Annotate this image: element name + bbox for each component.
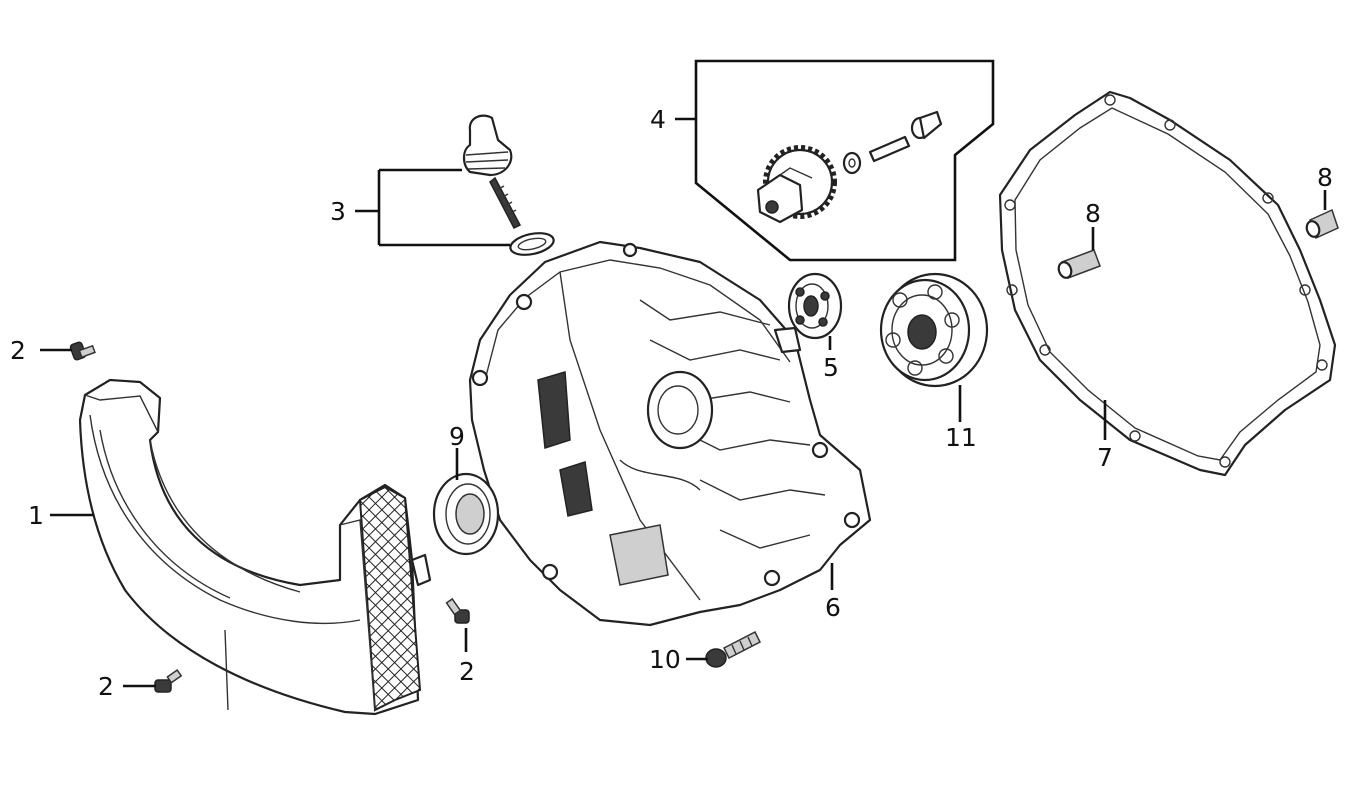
bolt-2-center [445, 597, 470, 624]
oil-seal [432, 472, 500, 556]
label-4: 4 [650, 105, 666, 134]
crankcase-cover [468, 240, 872, 627]
bearing-small [787, 272, 843, 340]
label-1: 1 [28, 501, 44, 530]
label-2-center: 2 [459, 657, 475, 686]
oil-filler-cap [462, 114, 555, 256]
label-7: 7 [1097, 443, 1113, 472]
leader-lines [40, 117, 1327, 688]
flange-bolt [705, 630, 762, 668]
governor-washer [842, 151, 862, 175]
label-2-top: 2 [10, 336, 26, 365]
label-3: 3 [330, 197, 346, 226]
label-8-right: 8 [1317, 163, 1333, 192]
dowel-pin-right [1305, 208, 1339, 240]
label-5: 5 [823, 353, 839, 382]
label-9: 9 [449, 422, 465, 451]
leader-3 [355, 168, 510, 247]
governor-gear [756, 145, 837, 224]
dowel-pin-left [1057, 249, 1101, 279]
label-2-bottom-left: 2 [98, 672, 114, 701]
governor-shaft [868, 135, 911, 163]
callout-labels: 1 2 2 2 3 4 5 6 7 8 8 9 10 11 [10, 105, 1333, 701]
governor-sleeve [910, 110, 943, 140]
bolt-2-bottom-left [154, 669, 183, 693]
bolt-2-top [69, 341, 96, 361]
gasket [998, 90, 1337, 477]
label-10: 10 [649, 645, 681, 674]
label-8-left: 8 [1085, 199, 1101, 228]
governor-assembly [694, 59, 995, 262]
fan-shroud [78, 378, 432, 716]
label-6: 6 [825, 593, 841, 622]
label-11: 11 [945, 423, 977, 452]
bearing-large [879, 272, 989, 388]
